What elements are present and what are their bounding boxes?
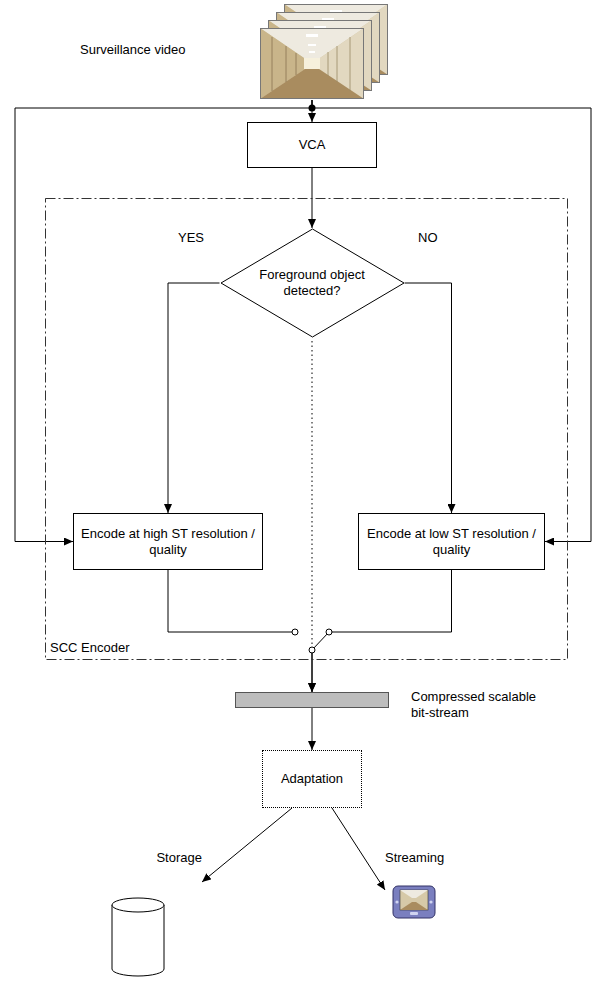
device-body xyxy=(393,886,435,918)
connector-arrow xyxy=(312,708,313,750)
streaming-node: Streaming xyxy=(385,850,475,926)
connector-arrow xyxy=(168,283,220,513)
branch-label: NO xyxy=(416,230,440,246)
node-label: Encode at high ST resolution / quality xyxy=(80,526,256,557)
device-button xyxy=(395,900,398,903)
video-source: Surveillance video xyxy=(80,0,405,100)
adaptation-box: Adaptation xyxy=(262,750,362,808)
node-label: Encode at low ST resolution / quality xyxy=(365,526,538,557)
switch-contact xyxy=(326,629,332,635)
node-label: Surveillance video xyxy=(80,42,240,58)
video-frame xyxy=(260,28,364,99)
node-label: Storage xyxy=(110,850,202,866)
node-label: Foreground object detected? xyxy=(250,267,374,298)
surveillance-video-frames xyxy=(260,4,388,99)
connector-arrow xyxy=(202,808,292,882)
decision-diamond: Foreground object detected? xyxy=(220,228,405,338)
region-border xyxy=(46,199,568,660)
switch-contact xyxy=(292,629,298,635)
storage-node: Storage xyxy=(110,850,202,978)
switch-pivot xyxy=(309,647,315,653)
process-box: VCA xyxy=(247,122,377,168)
connector-arrow xyxy=(312,570,452,692)
diamond-shape xyxy=(221,229,404,337)
node-label: VCA xyxy=(299,137,326,153)
cylinder-top xyxy=(112,898,164,912)
node-label: Streaming xyxy=(385,850,475,866)
process-box: Encode at high ST resolution / quality xyxy=(73,513,263,570)
bitstream-bar xyxy=(235,692,389,708)
node-label: SCC Encoder xyxy=(50,640,568,656)
cylinder-body xyxy=(112,905,164,976)
device-button xyxy=(410,912,418,915)
device-button xyxy=(429,900,432,903)
device-screen xyxy=(400,890,428,910)
branch-label: YES xyxy=(176,230,206,246)
encoder-region: SCC Encoder Foreground object detected? En… xyxy=(45,198,568,660)
node-label: Adaptation xyxy=(281,771,343,787)
control-line xyxy=(312,341,313,645)
streaming-device xyxy=(393,886,435,918)
bitstream-node: Compressed scalable bit-stream xyxy=(235,692,555,726)
device-screen-ceiling xyxy=(400,890,428,898)
process-box: Encode at low ST resolution / quality xyxy=(358,513,545,570)
storage-cylinder xyxy=(112,898,164,976)
device-screen-floor xyxy=(400,902,428,910)
junction-dot xyxy=(309,105,316,112)
node-label: Compressed scalable bit-stream xyxy=(411,689,541,720)
connector-arrow xyxy=(168,570,312,692)
connector-arrow xyxy=(405,283,452,513)
connector-arrow xyxy=(332,808,385,890)
